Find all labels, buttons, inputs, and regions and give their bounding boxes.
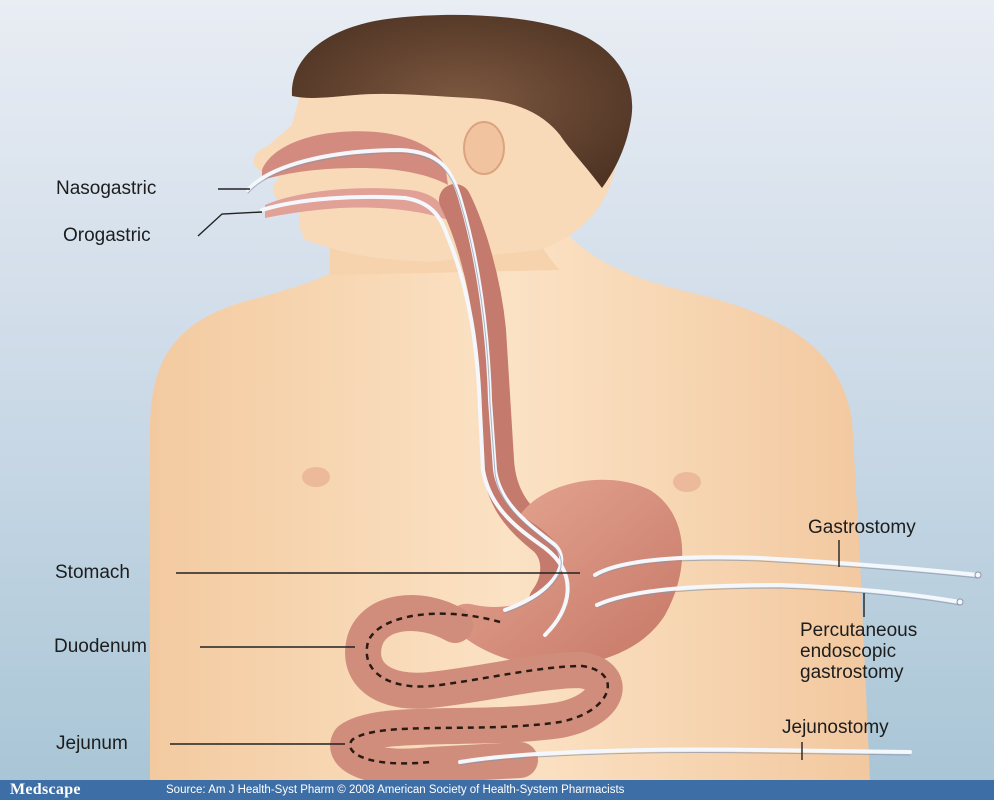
label-gastrostomy: Gastrostomy: [808, 517, 916, 538]
label-nasogastric: Nasogastric: [56, 178, 156, 199]
source-credit: Source: Am J Health-Syst Pharm © 2008 Am…: [166, 783, 624, 797]
ear: [464, 122, 504, 174]
peg-tube-end: [957, 599, 963, 605]
label-duodenum: Duodenum: [54, 636, 147, 657]
nipple-left: [302, 467, 330, 487]
label-peg-line1: Percutaneous: [800, 620, 917, 641]
nipple-right: [673, 472, 701, 492]
gastrostomy-tube-end: [975, 572, 981, 578]
label-stomach: Stomach: [55, 562, 130, 583]
label-orogastric: Orogastric: [63, 225, 151, 246]
label-jejunum: Jejunum: [56, 733, 128, 754]
label-peg-line3: gastrostomy: [800, 662, 903, 683]
label-jejunostomy: Jejunostomy: [782, 717, 889, 738]
medscape-logo: Medscape: [10, 781, 81, 799]
label-peg-line2: endoscopic: [800, 641, 896, 662]
